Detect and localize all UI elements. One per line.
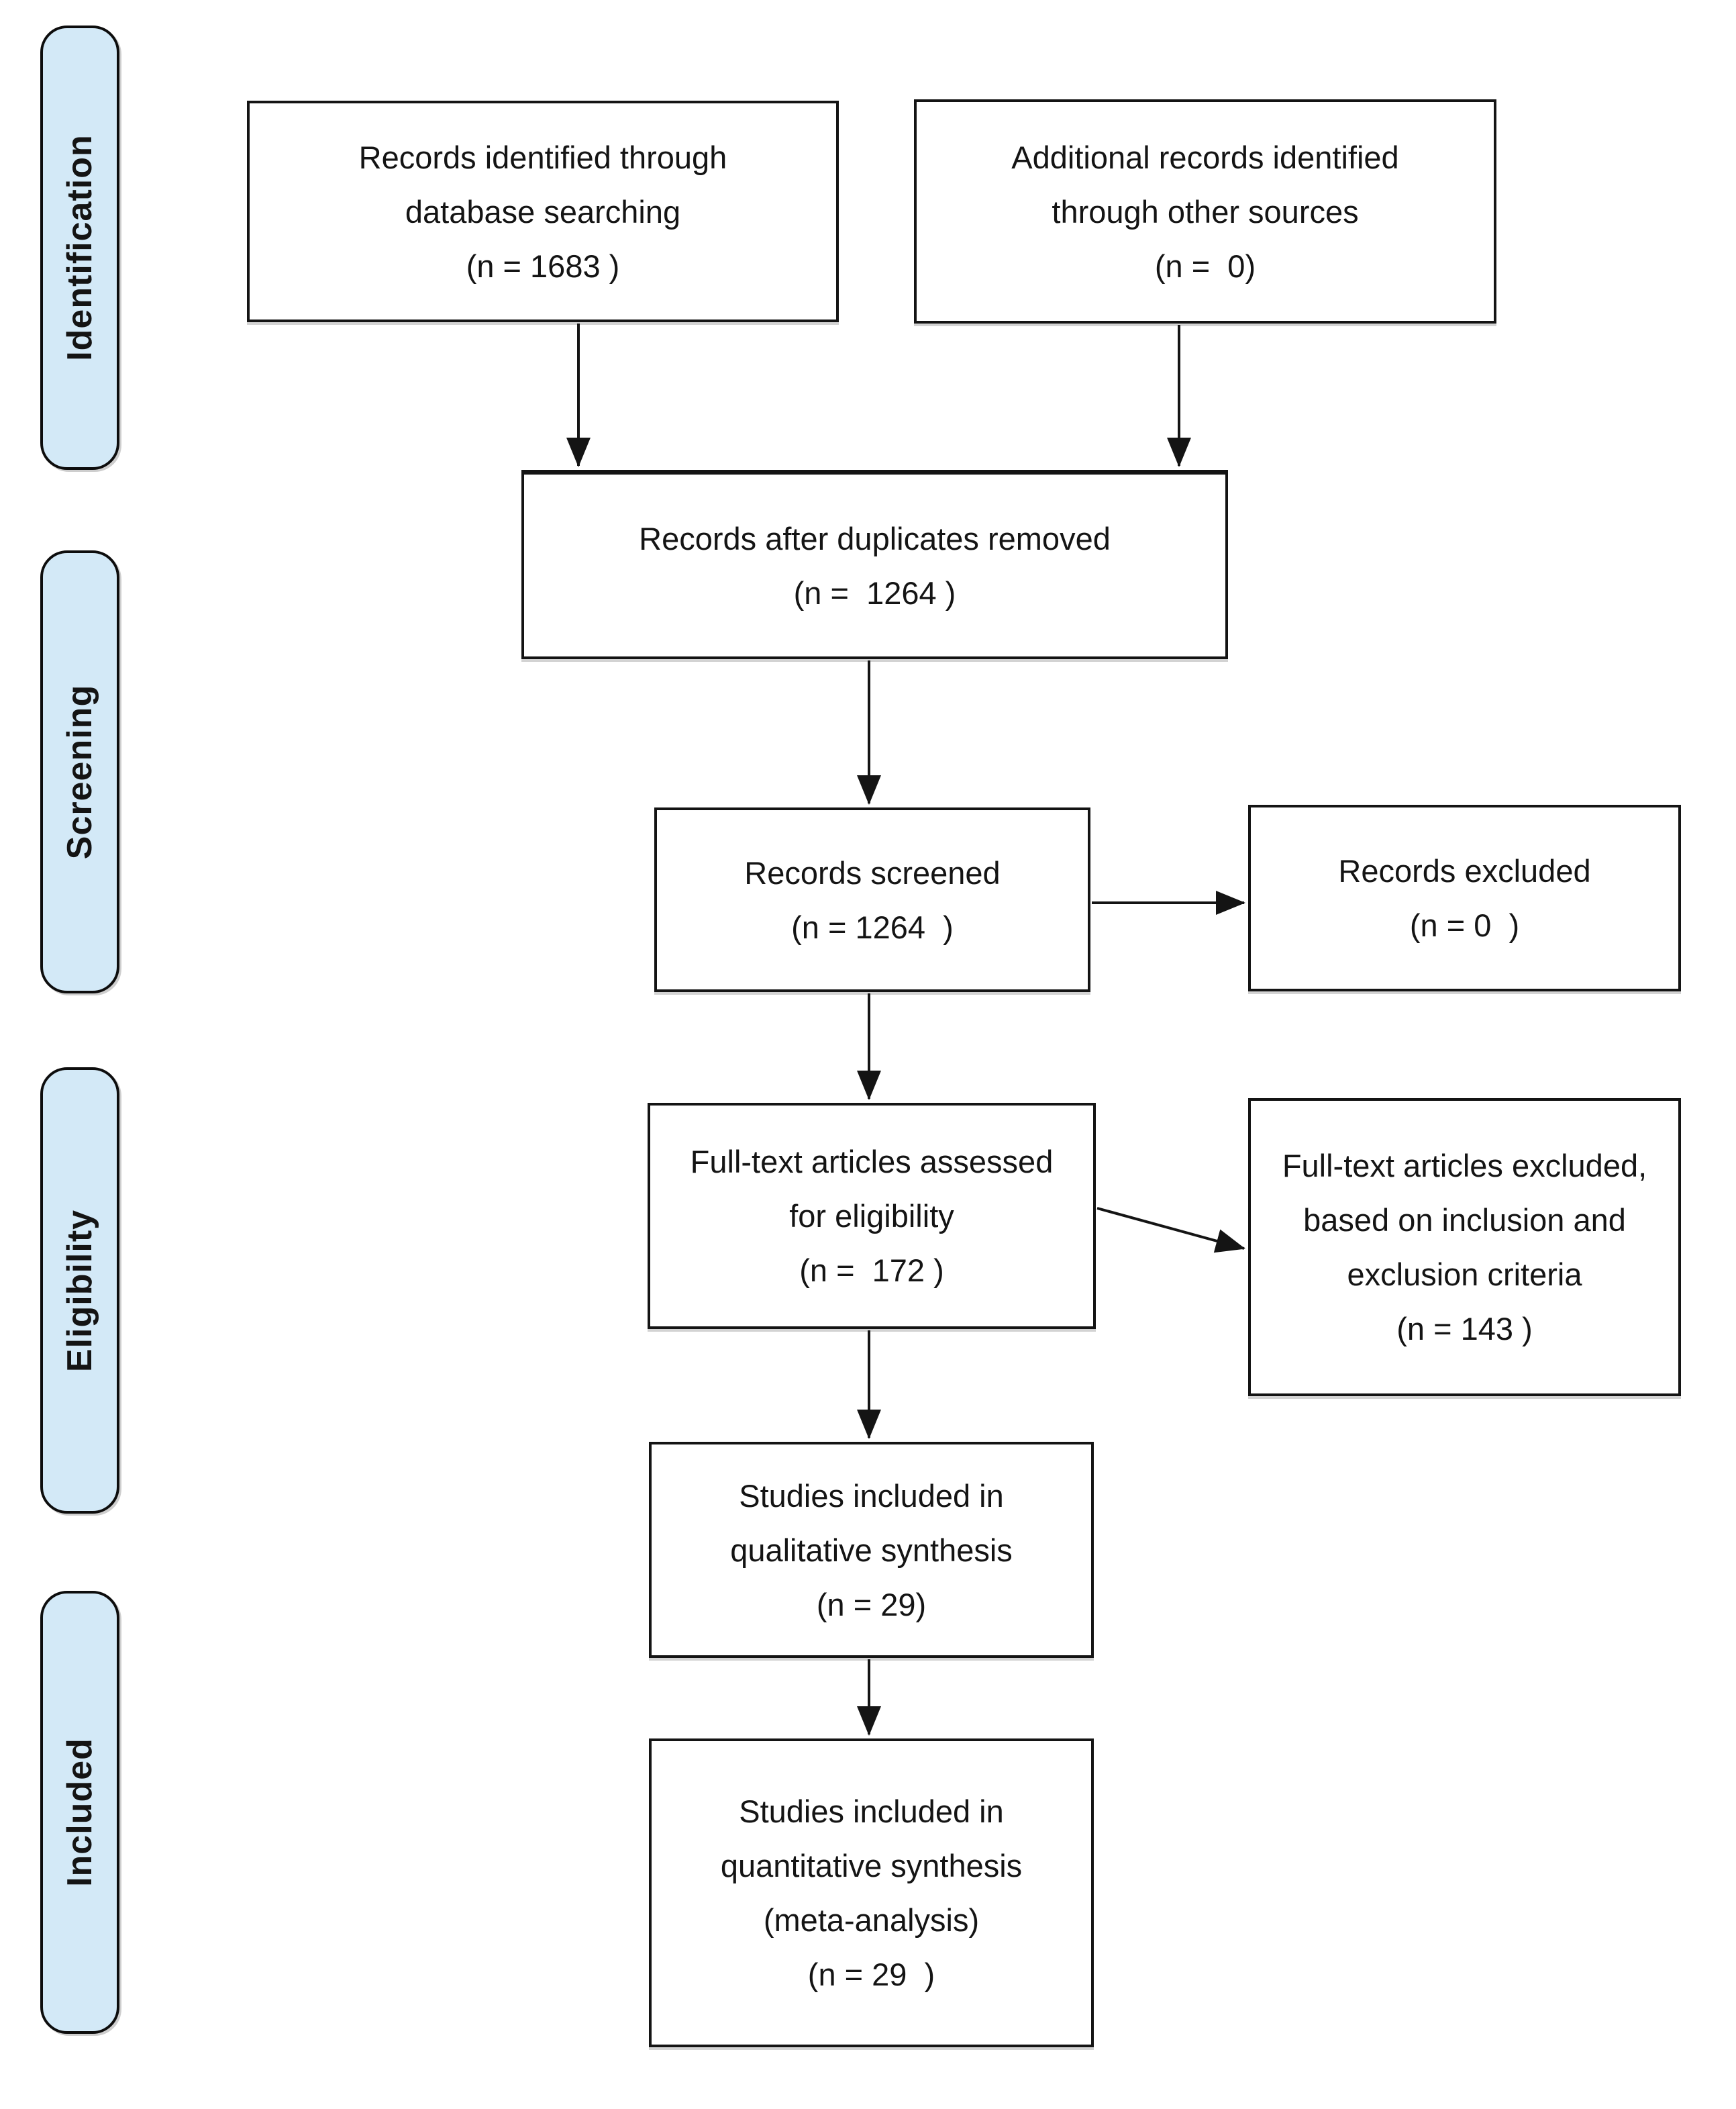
box-count: (n = 1264 ) bbox=[791, 909, 954, 945]
box-line: based on inclusion and bbox=[1303, 1202, 1626, 1238]
box-fulltext-excluded: Full-text articles excluded, based on in… bbox=[1248, 1098, 1681, 1396]
box-line: Records after duplicates removed bbox=[639, 520, 1111, 556]
stage-eligibility: Eligibility bbox=[40, 1067, 119, 1514]
box-line: quantitative synthesis bbox=[720, 1848, 1023, 1883]
box-line: through other sources bbox=[1052, 193, 1359, 230]
box-line: Full-text articles assessed bbox=[690, 1144, 1054, 1179]
box-line: Studies included in bbox=[739, 1477, 1004, 1514]
box-count: (n = 143 ) bbox=[1396, 1311, 1533, 1346]
arrow-fulltext-to-excluded bbox=[1096, 1207, 1245, 1253]
box-count: (n = 1683 ) bbox=[466, 248, 620, 284]
stage-label: Screening bbox=[60, 684, 100, 860]
stage-included: Included bbox=[40, 1591, 119, 2034]
box-count: (n = 172 ) bbox=[799, 1253, 944, 1288]
box-line: for eligibility bbox=[789, 1198, 954, 1234]
box-line: Additional records identified bbox=[1011, 139, 1399, 175]
box-additional-records: Additional records identified through ot… bbox=[914, 99, 1496, 324]
box-line: Studies included in bbox=[739, 1794, 1004, 1829]
box-line: database searching bbox=[405, 193, 681, 230]
box-line: exclusion criteria bbox=[1347, 1257, 1582, 1292]
stage-identification: Identification bbox=[40, 26, 119, 470]
box-records-screened: Records screened (n = 1264 ) bbox=[654, 807, 1090, 992]
box-line: Records identified through bbox=[358, 139, 727, 175]
box-count: (n = 0) bbox=[1154, 248, 1256, 284]
box-line: (meta-analysis) bbox=[763, 1902, 980, 1938]
box-after-duplicates: Records after duplicates removed (n = 12… bbox=[521, 470, 1228, 659]
box-count: (n = 29 ) bbox=[807, 1957, 935, 1992]
stage-label: Eligibility bbox=[60, 1209, 100, 1372]
box-count: (n = 29) bbox=[816, 1586, 927, 1622]
box-line: qualitative synthesis bbox=[730, 1532, 1013, 1568]
stage-label: Included bbox=[60, 1738, 100, 1887]
box-line: Records screened bbox=[744, 854, 1001, 891]
box-qualitative-synthesis: Studies included in qualitative synthesi… bbox=[649, 1442, 1094, 1658]
box-count: (n = 1264 ) bbox=[793, 575, 956, 611]
stage-screening: Screening bbox=[40, 550, 119, 993]
box-records-excluded: Records excluded (n = 0 ) bbox=[1248, 805, 1681, 991]
stage-label: Identification bbox=[60, 134, 99, 361]
box-line: Full-text articles excluded, bbox=[1282, 1148, 1647, 1183]
box-fulltext-assessed: Full-text articles assessed for eligibil… bbox=[648, 1103, 1096, 1329]
box-line: Records excluded bbox=[1338, 853, 1591, 889]
box-records-identified: Records identified through database sear… bbox=[247, 101, 839, 322]
box-count: (n = 0 ) bbox=[1409, 908, 1520, 943]
box-quantitative-synthesis: Studies included in quantitative synthes… bbox=[649, 1738, 1094, 2047]
